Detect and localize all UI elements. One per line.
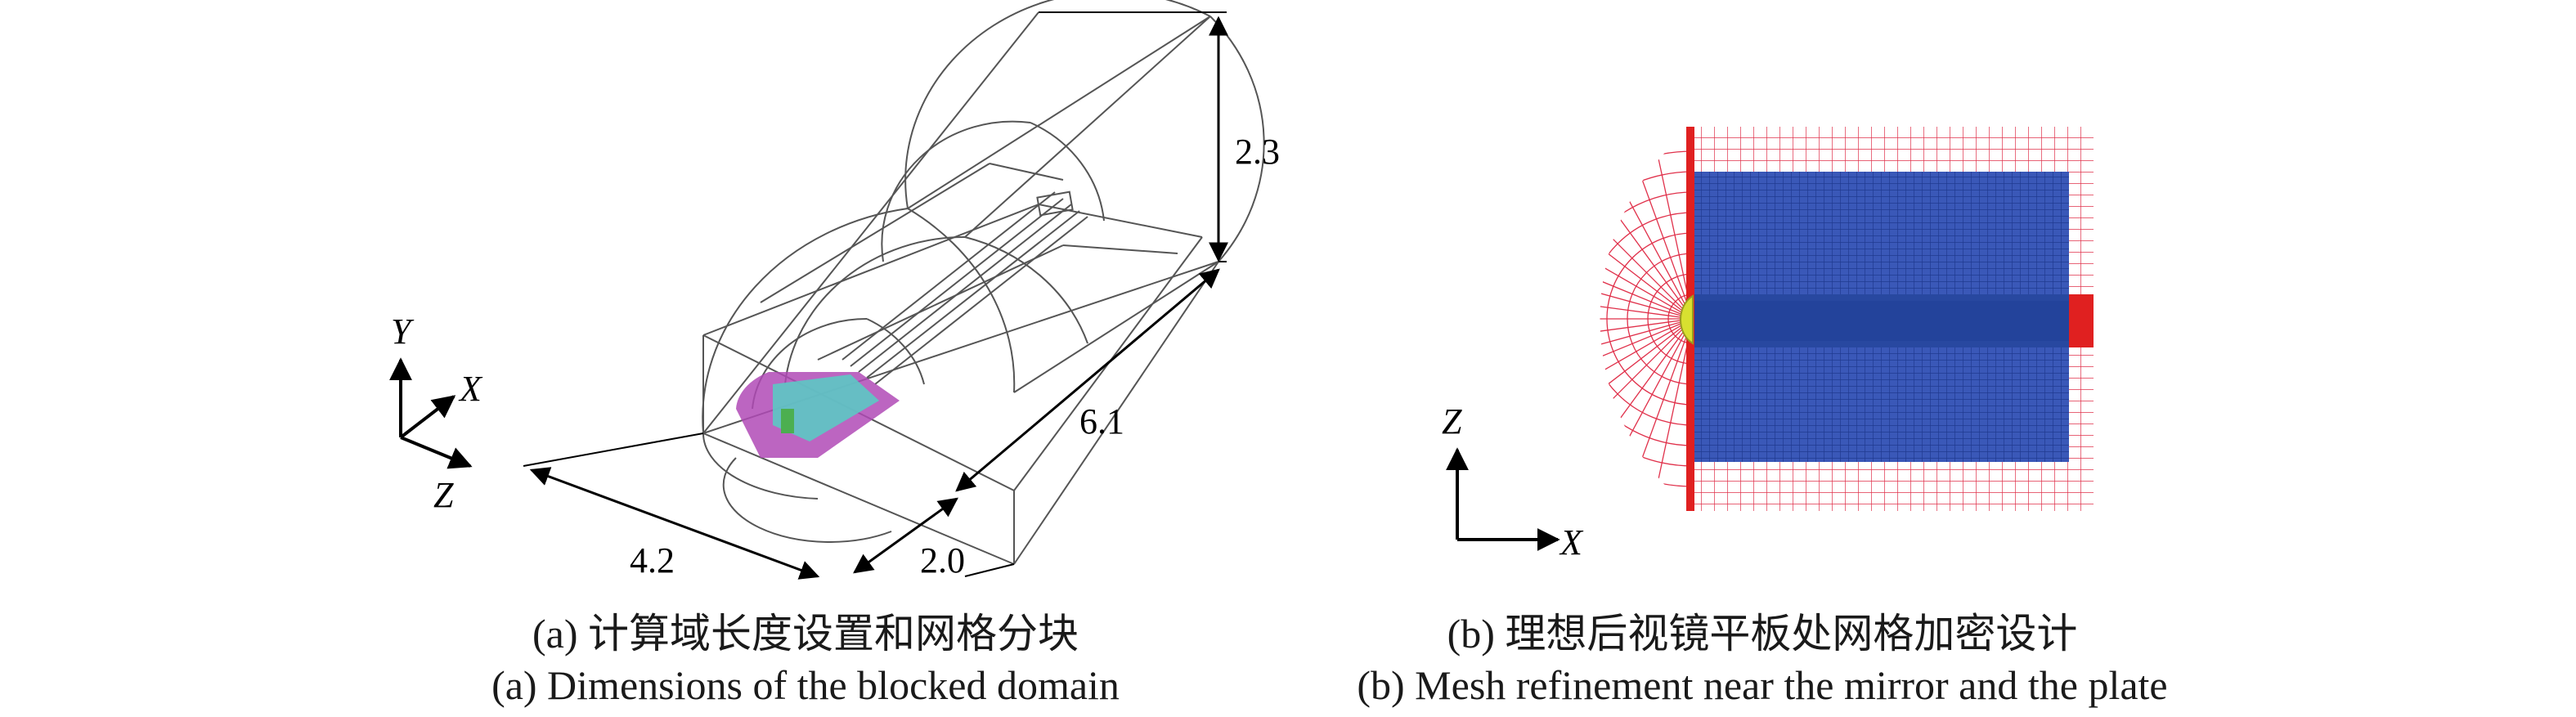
dim-width-arrow [529,467,820,580]
dim-width-label: 4.2 [630,540,675,580]
dim-length-label: 6.1 [1079,401,1124,441]
panel-a-domain-geometry: 2.3 6.1 4.2 2.0 Y X Z [389,0,1280,580]
x-axis-arrow [399,395,456,439]
dim-height-label: 2.3 [1235,132,1280,172]
z-axis-arrow [400,436,473,469]
x-axis-label: X [458,369,483,409]
domain-wireframe [702,0,1265,565]
caption-b-en: (b) Mesh refinement near the mirror and … [1357,662,2168,708]
plate-end [2069,294,2094,347]
dim-offset-label: 2.0 [920,540,965,580]
caption-a-cn: (a) 计算域长度设置和网格分块 [532,611,1079,657]
axis-triad-2d [1446,447,1560,551]
plate-wake-band-core [1693,301,2069,341]
dim-offset-arrow [853,497,958,574]
axis-triad-3d [389,357,473,469]
cyan-mesh-block [773,374,879,441]
y-axis-label: Y [391,311,415,352]
mirror-yellow [1679,294,1694,345]
mirror-block [781,409,794,433]
caption-b-cn: (b) 理想后视镜平板处网格加密设计 [1447,611,2078,657]
panel-b-mesh-refinement: Z X [1442,127,2094,562]
dim-length-arrow [955,268,1220,492]
z-axis-label: Z [433,475,454,515]
caption-a-en: (a) Dimensions of the blocked domain [491,662,1120,708]
x-axis-label-b: X [1559,522,1584,562]
z-axis-label-b: Z [1442,401,1462,441]
dimension-annotations [523,11,1228,580]
